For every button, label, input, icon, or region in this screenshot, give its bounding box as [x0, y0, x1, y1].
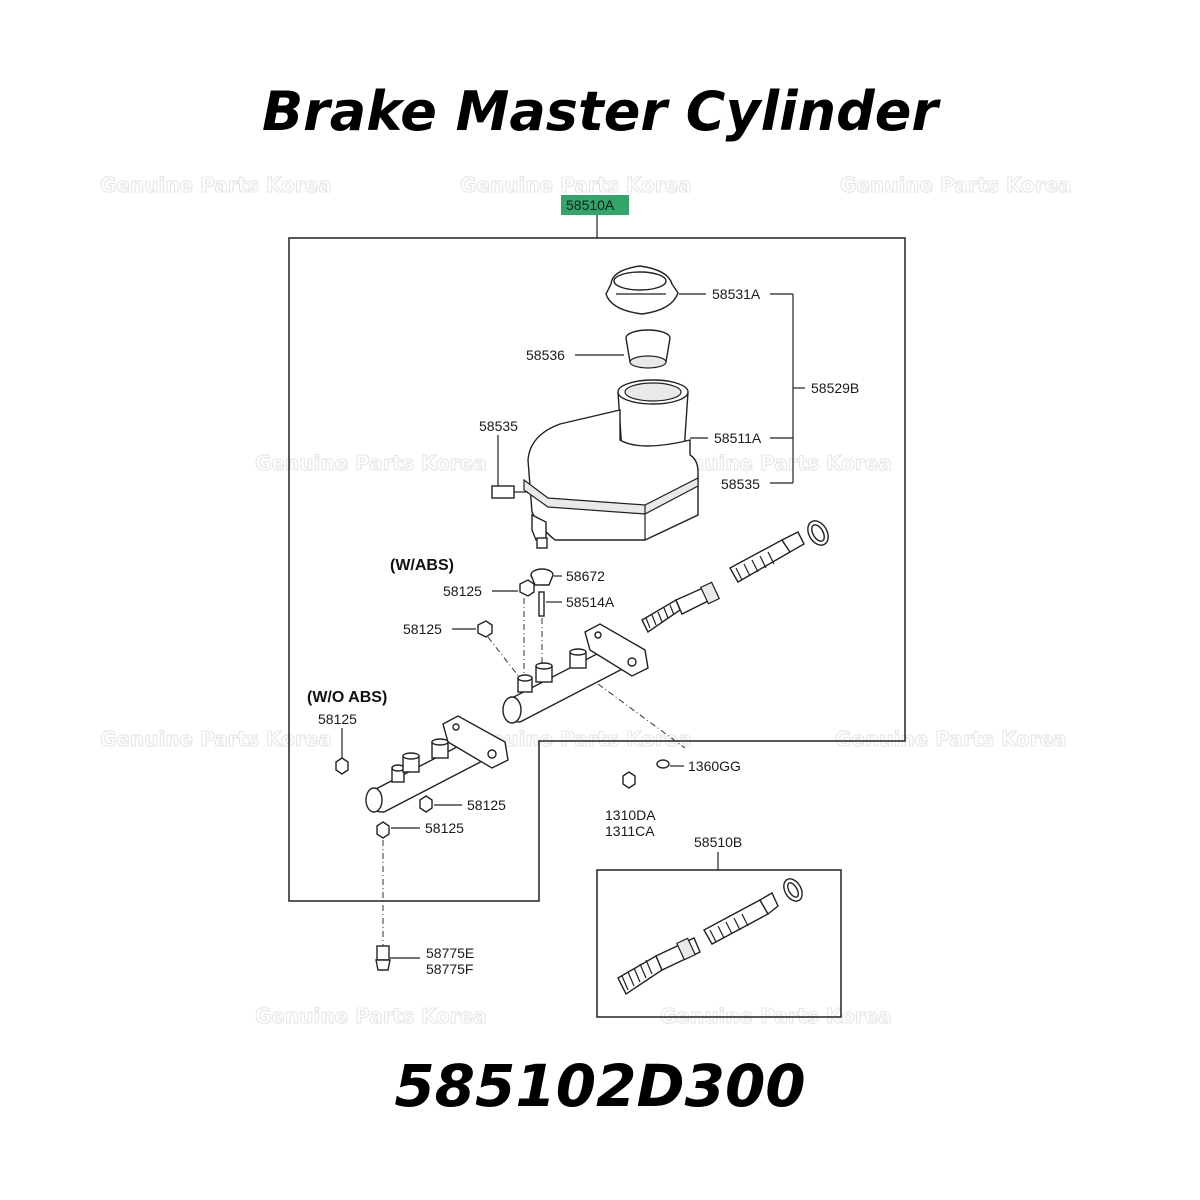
- reservoir-part-label[interactable]: 58511A: [714, 430, 762, 446]
- piston-kit-box: [596, 869, 842, 1018]
- strainer-part-label[interactable]: 58536: [526, 347, 565, 363]
- watermark-text: Genuine Parts Korea: [255, 1004, 487, 1028]
- assembly-boundary: [288, 237, 906, 902]
- washer[interactable]: [656, 759, 670, 769]
- piston-kit-part-label[interactable]: 58510B: [694, 834, 742, 850]
- piston-assembly[interactable]: [641, 517, 832, 634]
- watermark-layer: Genuine Parts Korea Genuine Parts Korea …: [100, 173, 1073, 1029]
- bleeder-screw[interactable]: [375, 945, 391, 971]
- watermark-text: Genuine Parts Korea: [660, 1004, 892, 1028]
- washer-part-label[interactable]: 1360GG: [688, 758, 741, 774]
- reservoir-tank[interactable]: [491, 379, 699, 549]
- grommet-left-part-label[interactable]: 58535: [479, 418, 518, 434]
- plug-2-part-label[interactable]: 58125: [403, 621, 442, 637]
- pin-part-label[interactable]: 58514A: [566, 594, 615, 610]
- watermark-text: Genuine Parts Korea: [660, 451, 892, 475]
- watermark-text: Genuine Parts Korea: [835, 727, 1067, 751]
- plug-fitting[interactable]: [477, 620, 493, 638]
- seal[interactable]: [530, 568, 554, 586]
- plug-fitting[interactable]: [519, 579, 535, 597]
- piston-kit-parts[interactable]: [617, 876, 806, 996]
- plug-3-part-label[interactable]: 58125: [318, 711, 357, 727]
- reservoir-cap[interactable]: [605, 265, 679, 315]
- plug-fitting[interactable]: [335, 757, 349, 775]
- bleeder-f-part-label[interactable]: 58775F: [426, 961, 473, 977]
- plug-5-part-label[interactable]: 58125: [425, 820, 464, 836]
- retaining-pin[interactable]: [538, 591, 545, 617]
- watermark-text: Genuine Parts Korea: [100, 173, 332, 197]
- master-cylinder-body-abs[interactable]: [502, 623, 649, 724]
- nut-b-part-label[interactable]: 1311CA: [605, 823, 655, 839]
- plug-fitting[interactable]: [419, 795, 433, 813]
- watermark-text: Genuine Parts Korea: [255, 451, 487, 475]
- grommet-right-part-label[interactable]: 58535: [721, 476, 760, 492]
- master-cylinder-body-non-abs[interactable]: [365, 715, 509, 813]
- strainer[interactable]: [625, 329, 671, 369]
- mounting-nut[interactable]: [622, 771, 636, 789]
- plug-1-part-label[interactable]: 58125: [443, 583, 482, 599]
- nut-a-part-label[interactable]: 1310DA: [605, 807, 656, 823]
- bleeder-e-part-label[interactable]: 58775E: [426, 945, 474, 961]
- watermark-text: Genuine Parts Korea: [100, 727, 332, 751]
- reservoir-kit-part-label[interactable]: 58529B: [811, 380, 859, 396]
- watermark-text: Genuine Parts Korea: [460, 173, 692, 197]
- part-number-caption: 585102D300: [394, 1052, 806, 1120]
- with-abs-label: (W/ABS): [390, 557, 454, 574]
- assembly-label-highlight: [561, 195, 629, 215]
- assembly-part-label[interactable]: 58510A: [566, 197, 615, 213]
- cap-part-label[interactable]: 58531A: [712, 286, 761, 302]
- watermark-text: Genuine Parts Korea: [840, 173, 1072, 197]
- seal-part-label[interactable]: 58672: [566, 568, 605, 584]
- diagram-title: Brake Master Cylinder: [261, 80, 939, 143]
- plug-4-part-label[interactable]: 58125: [467, 797, 506, 813]
- without-abs-label: (W/O ABS): [307, 689, 387, 706]
- plug-fitting[interactable]: [376, 821, 390, 839]
